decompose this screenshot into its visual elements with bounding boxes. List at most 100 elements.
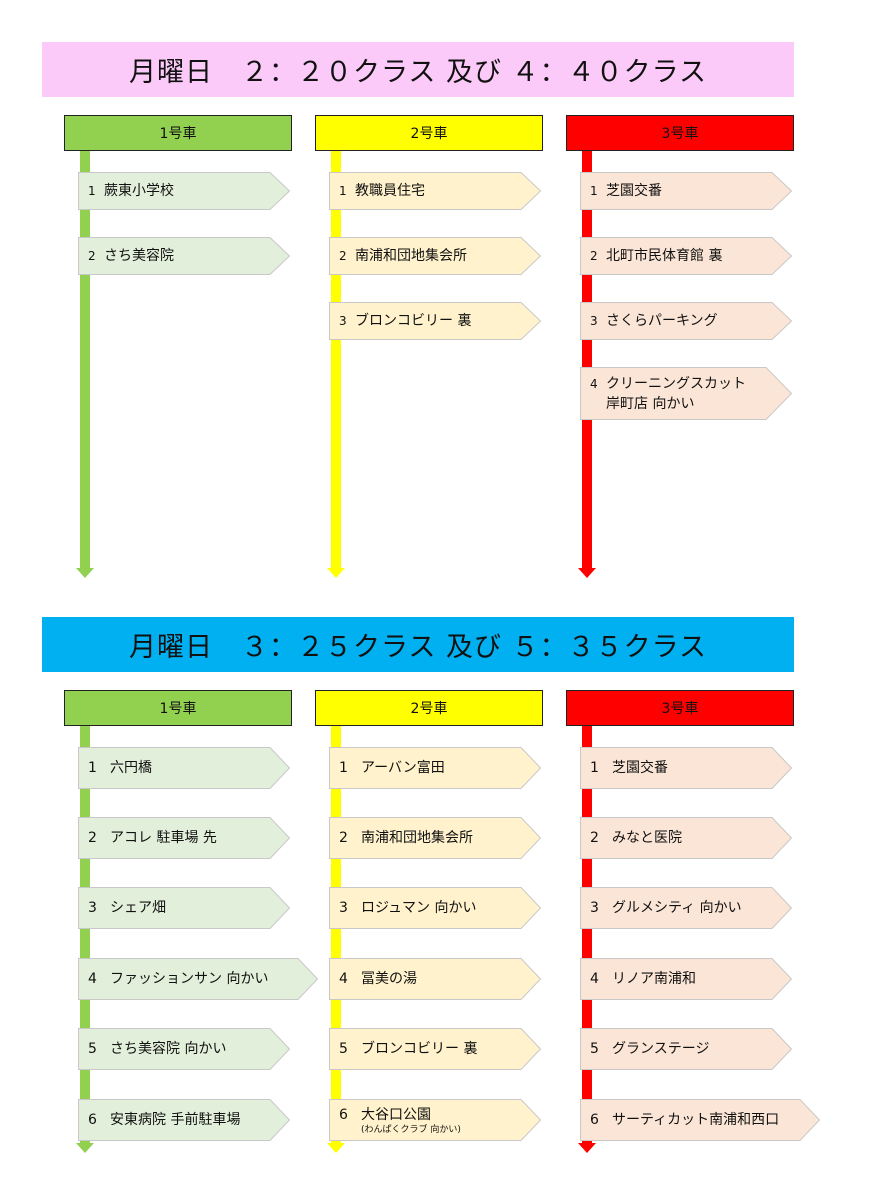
- route-line: [331, 726, 341, 1143]
- stop-arrow-shape: [580, 1028, 793, 1070]
- stop-name: さち美容院 向かい: [110, 1041, 227, 1057]
- stop-text: 4 冨美の湯: [339, 958, 417, 1000]
- stop-name: アコレ 駐車場 先: [110, 830, 217, 846]
- stop-name: ファッションサン 向かい: [110, 971, 269, 987]
- stop-arrow-shape: [580, 237, 793, 275]
- stop-name: 大谷口公園: [361, 1107, 431, 1123]
- car-header-3: 3号車: [566, 690, 794, 726]
- stop-number: 6: [590, 1112, 599, 1128]
- stop-name: シェア畑: [110, 900, 166, 916]
- stop-arrow-shape: [78, 172, 291, 210]
- route-arrow-icon: [327, 1143, 345, 1153]
- route-line: [582, 151, 592, 568]
- stop-name: ブロンコビリー 裏: [355, 313, 472, 329]
- stop-item: 6 大谷口公園 (わんぱくクラブ 向かい): [329, 1099, 542, 1141]
- route-line: [80, 151, 90, 568]
- route-line: [582, 726, 592, 1143]
- stop-text: 3 さくらパーキング: [590, 302, 718, 340]
- stop-item: 3 さくらパーキング: [580, 302, 793, 340]
- stop-name: 六円橋: [110, 760, 152, 776]
- stop-name: 教職員住宅: [355, 183, 425, 199]
- stop-name: リノア南浦和: [612, 971, 696, 987]
- stop-arrow-shape: [329, 1099, 542, 1141]
- stop-number: 1: [590, 760, 599, 776]
- stop-number: 3: [339, 314, 347, 328]
- car-header-1: 1号車: [64, 690, 292, 726]
- stop-name: 芝園交番: [606, 183, 662, 199]
- car-header-2: 2号車: [315, 690, 543, 726]
- stop-number: 5: [88, 1041, 97, 1057]
- stop-number: 3: [339, 900, 348, 916]
- stop-number: 6: [339, 1107, 348, 1123]
- stop-text: 1 六円橋: [88, 747, 152, 789]
- stop-item: 3 ブロンコビリー 裏: [329, 302, 542, 340]
- stop-number: 1: [88, 760, 97, 776]
- stop-number: 3: [590, 314, 598, 328]
- stop-name: クリーニングスカット: [606, 375, 746, 392]
- stop-arrow-shape: [329, 958, 542, 1000]
- stop-number: 1: [590, 184, 598, 198]
- stop-item: 1 芝園交番: [580, 172, 793, 210]
- stop-name: さくらパーキング: [606, 313, 718, 329]
- stop-number: 2: [88, 249, 96, 263]
- stop-arrow-shape: [329, 817, 542, 859]
- stop-item: 5 さち美容院 向かい: [78, 1028, 291, 1070]
- stop-number: 5: [590, 1041, 599, 1057]
- section1-title: 月曜日 ２：２０クラス 及び ４：４０クラス: [42, 42, 794, 97]
- stop-number: 2: [590, 249, 598, 263]
- car-header-1: 1号車: [64, 115, 292, 151]
- stop-arrow-shape: [78, 887, 291, 929]
- stop-name: 安東病院 手前駐車場: [110, 1112, 241, 1128]
- stop-name: 冨美の湯: [361, 971, 417, 987]
- stop-arrow-shape: [580, 887, 793, 929]
- stop-number: 4: [339, 971, 348, 987]
- route-line: [80, 726, 90, 1143]
- stop-arrow-shape: [580, 747, 793, 789]
- stop-arrow-shape: [580, 172, 793, 210]
- route-arrow-icon: [578, 568, 596, 578]
- route-line: [331, 151, 341, 568]
- stop-name: さち美容院: [104, 248, 174, 264]
- stop-name: 南浦和団地集会所: [361, 830, 473, 846]
- stop-name-line2: 岸町店 向かい: [606, 395, 695, 412]
- stop-item: 1 六円橋: [78, 747, 291, 789]
- stop-arrow-shape: [329, 237, 542, 275]
- stop-item: 4 冨美の湯: [329, 958, 542, 1000]
- stop-text: 3 ブロンコビリー 裏: [339, 302, 471, 340]
- stop-name: 南浦和団地集会所: [355, 248, 467, 264]
- car-header-2: 2号車: [315, 115, 543, 151]
- stop-text: 6 大谷口公園 (わんぱくクラブ 向かい): [339, 1099, 461, 1147]
- stop-arrow-shape: [329, 887, 542, 929]
- stop-name: ブロンコビリー 裏: [361, 1041, 478, 1057]
- stop-arrow-shape: [78, 958, 319, 1000]
- stop-note: (わんぱくクラブ 向かい): [361, 1125, 461, 1135]
